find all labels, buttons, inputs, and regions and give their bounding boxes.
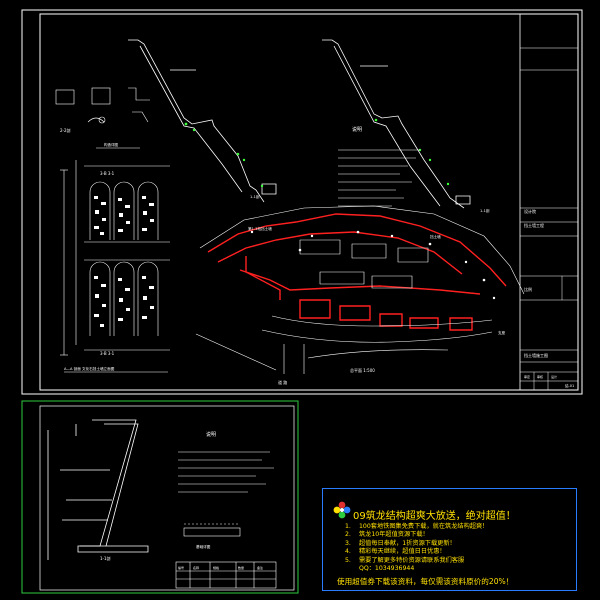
- sub-sheet-outer-frame: [21, 400, 299, 594]
- site-plan-dots: [250, 230, 496, 300]
- table-h-2: 名称: [193, 565, 199, 570]
- sub-notes-lines: [178, 451, 274, 493]
- zhulong-logo-icon: [333, 501, 351, 519]
- table-h-3: 规格: [213, 565, 219, 570]
- foundation-detail: [183, 523, 241, 537]
- elevation-arches: [60, 160, 170, 356]
- promo-title: 09筑龙结构超爽大放送，绝对超值！: [353, 511, 516, 522]
- section-1-1-label-right: 1-1剖: [480, 208, 490, 213]
- elevation-label-top: 3·B 3·1: [100, 171, 115, 176]
- plan-note-3: 支座: [498, 330, 506, 335]
- promo-qq: QQ：1034936944: [359, 565, 415, 573]
- section-1-1-label: 1-1剖: [250, 194, 260, 199]
- promo-item[interactable]: 5.需要了解更多特价资源请联系我们客服: [345, 556, 465, 564]
- title-block: [520, 47, 578, 390]
- title-row-1: 审定: [524, 374, 530, 379]
- table-h-1: 编号: [178, 565, 184, 570]
- promo-item[interactable]: 3.超值每日奉献，1折资源下载更新！: [345, 539, 456, 547]
- title-company: 设计院: [524, 208, 536, 214]
- title-project: 挡土墙工程: [524, 222, 544, 228]
- title-sheet-no: 结-01: [565, 383, 574, 388]
- table-h-4: 数量: [238, 565, 244, 570]
- sub-notes-title: 说明: [206, 431, 216, 438]
- section-2-2-label: 2-2剖: [60, 127, 71, 133]
- promo-ad-box[interactable]: 09筑龙结构超爽大放送，绝对超值！ 1.100套地铁图集免费下载，就在筑龙结构超…: [322, 488, 577, 591]
- promo-item[interactable]: 4.精彩每天继续，超值日日优惠！: [345, 548, 446, 556]
- main-sheet-inner-frame: [39, 13, 579, 391]
- title-row-3: 设计: [551, 374, 557, 379]
- site-plan-red: [207, 213, 507, 331]
- small-detail-caption: 构造详图: [104, 142, 118, 147]
- notes-lines: [338, 149, 420, 207]
- title-scale: 比例: [524, 286, 532, 292]
- promo-item[interactable]: 1.100套地铁图集免费下载，就在筑龙结构超爽！: [345, 523, 489, 530]
- small-section-details: [55, 87, 150, 124]
- plan-note-2: 挡土墙: [430, 234, 441, 239]
- sub-section-profile: [47, 419, 149, 560]
- promo-footer[interactable]: 使用超值券下载该资料，每仅需该资料原价的20%！: [337, 577, 514, 586]
- road-label: 道 路: [278, 379, 287, 385]
- sub-table: [175, 561, 277, 589]
- foundation-caption: 基础详图: [196, 544, 211, 549]
- plan-label: 总平面 1:500: [350, 367, 375, 373]
- promo-list: 1.100套地铁图集免费下载，就在筑龙结构超爽！ 2.筑龙10年超值资源下载！ …: [345, 523, 488, 573]
- site-plan-white: [195, 205, 525, 374]
- title-drawing-name: 挡土墙施工图: [524, 352, 548, 358]
- promo-item[interactable]: 2.筑龙10年超值资源下载！: [345, 531, 429, 539]
- sub-section-label: 1-1剖: [100, 555, 111, 561]
- elevation-caption: A—A 剖面 文化石挡土墙立面图: [64, 366, 115, 371]
- title-row-2: 审核: [537, 374, 543, 379]
- section-profile-right: [322, 39, 471, 209]
- table-h-5: 备注: [257, 565, 263, 570]
- sub-sheet-inner-frame: [39, 405, 295, 591]
- notes-title: 说明: [352, 126, 362, 133]
- section-profile-left: [128, 39, 277, 203]
- elevation-stone-pattern: [94, 196, 154, 327]
- vegetation-dots: [184, 118, 450, 188]
- main-sheet-outer-frame: [21, 9, 583, 395]
- elevation-label-bottom: 3·B 3·1: [100, 351, 115, 356]
- plan-note-1: 第1-3段挡土墙: [248, 226, 272, 231]
